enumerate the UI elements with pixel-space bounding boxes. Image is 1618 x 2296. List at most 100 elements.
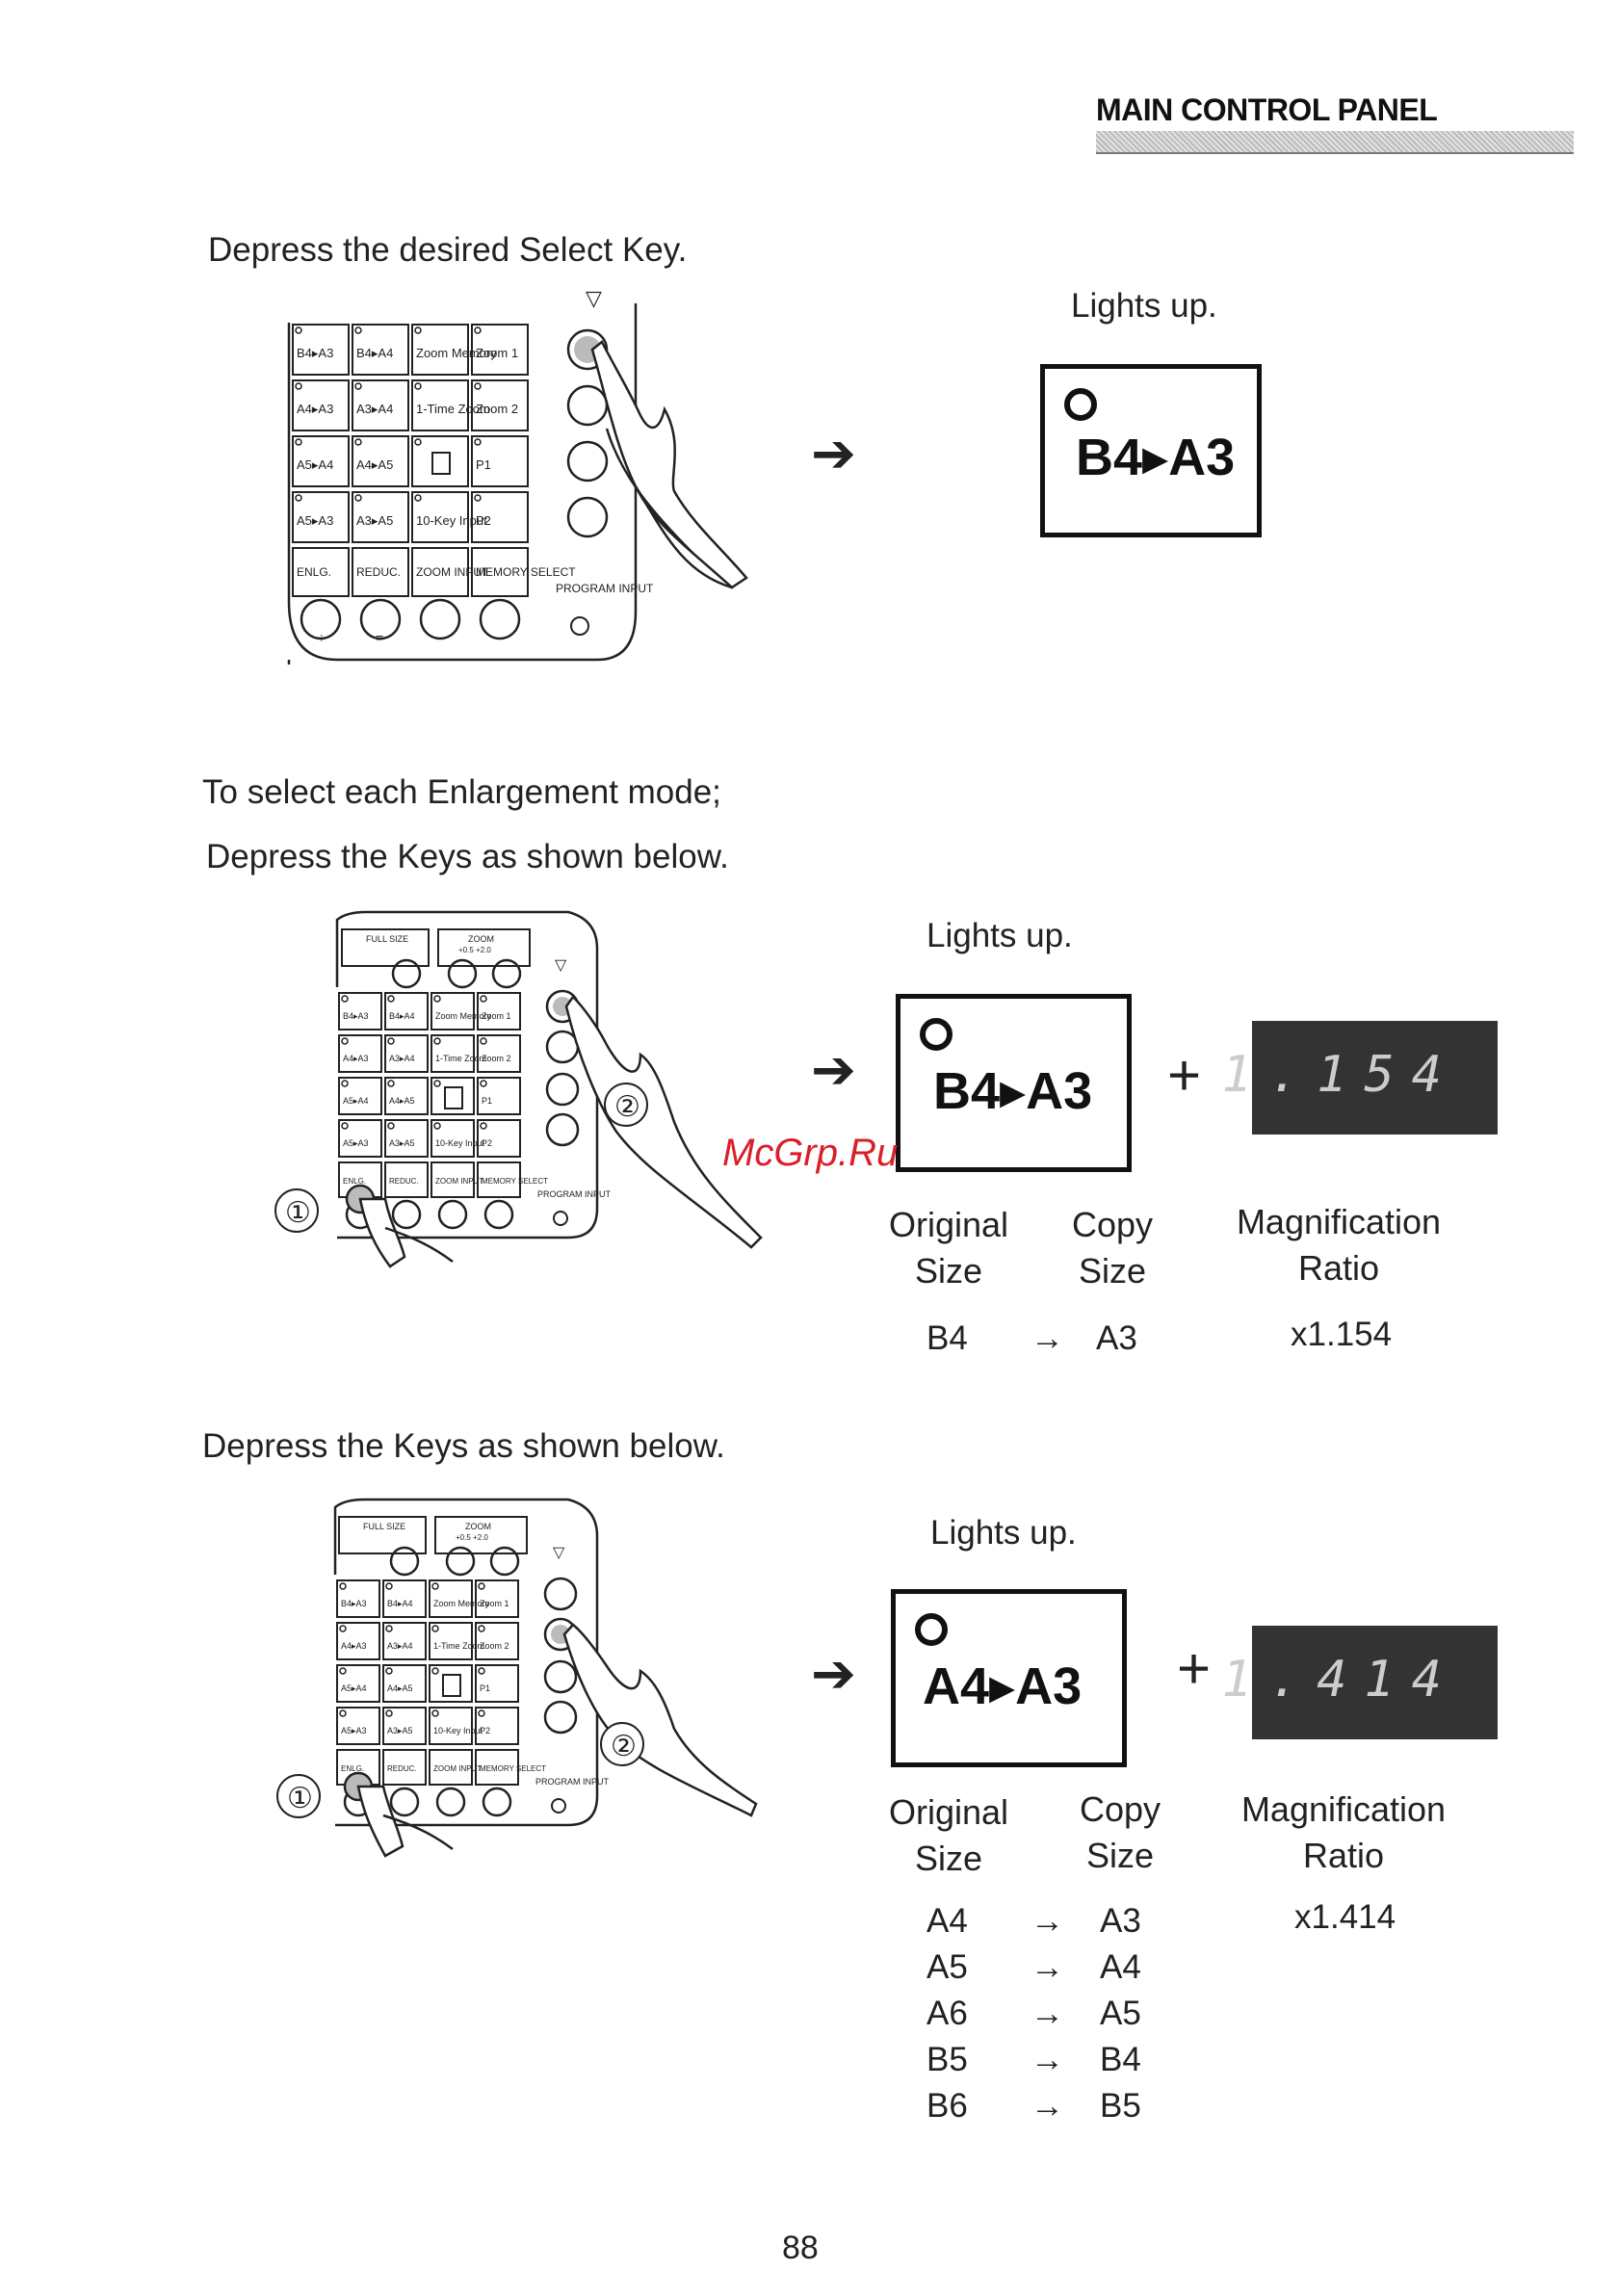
display-b4-a3: B4▸A3 bbox=[1040, 364, 1262, 537]
select-key[interactable] bbox=[382, 1579, 427, 1618]
function-button[interactable] bbox=[482, 1787, 512, 1817]
size-row-arrow: → bbox=[1031, 2087, 1064, 2125]
select-key[interactable] bbox=[384, 992, 429, 1031]
select-key[interactable] bbox=[471, 435, 529, 487]
function-key[interactable] bbox=[292, 547, 350, 597]
zoom-steps-label: +0.5 +2.0 bbox=[458, 946, 491, 954]
select-key[interactable] bbox=[338, 1034, 382, 1073]
program-input-label-2: PROGRAM INPUT bbox=[537, 1189, 612, 1199]
instruction-select-key: Depress the desired Select Key. bbox=[208, 231, 688, 269]
select-key[interactable] bbox=[352, 324, 409, 376]
function-button[interactable] bbox=[391, 1199, 422, 1230]
key-led-icon bbox=[295, 326, 302, 334]
select-key-label: A5▸A3 bbox=[341, 1726, 367, 1735]
function-button[interactable] bbox=[419, 598, 461, 640]
function-key[interactable] bbox=[411, 547, 469, 597]
size-row-to: A5 bbox=[1100, 1995, 1141, 2032]
select-key-label: A3▸A4 bbox=[387, 1641, 413, 1651]
select-key[interactable] bbox=[292, 491, 350, 543]
select-key[interactable] bbox=[475, 1622, 519, 1660]
original-size-heading: Original Size bbox=[888, 1205, 1009, 1291]
key-led-icon bbox=[295, 382, 302, 390]
key-led-icon bbox=[387, 995, 395, 1003]
select-key[interactable] bbox=[292, 379, 350, 431]
function-key[interactable] bbox=[477, 1161, 521, 1198]
select-key[interactable] bbox=[431, 1119, 475, 1158]
size-row-arrow: → bbox=[1031, 2041, 1064, 2078]
select-key-label: Zoom 2 bbox=[480, 1641, 509, 1651]
select-key-label: A3▸A5 bbox=[356, 513, 393, 528]
program-input-label-3: PROGRAM INPUT bbox=[535, 1777, 610, 1787]
program-input-label: PROGRAM INPUT bbox=[556, 582, 654, 595]
select-key[interactable] bbox=[471, 491, 529, 543]
select-key[interactable] bbox=[384, 1077, 429, 1115]
select-key[interactable] bbox=[382, 1664, 427, 1703]
size-row-from: B5 bbox=[926, 2041, 968, 2078]
select-key[interactable] bbox=[431, 1034, 475, 1073]
select-key[interactable] bbox=[477, 1119, 521, 1158]
select-key[interactable] bbox=[471, 379, 529, 431]
function-key[interactable] bbox=[429, 1749, 473, 1786]
function-key[interactable] bbox=[471, 547, 529, 597]
select-key[interactable] bbox=[384, 1119, 429, 1158]
select-key[interactable] bbox=[336, 1579, 380, 1618]
select-key-label: Zoom 1 bbox=[476, 346, 518, 360]
select-key[interactable] bbox=[431, 1077, 475, 1115]
select-key[interactable] bbox=[475, 1579, 519, 1618]
select-key[interactable] bbox=[336, 1664, 380, 1703]
function-button[interactable] bbox=[300, 598, 342, 640]
select-key[interactable] bbox=[411, 324, 469, 376]
select-key[interactable] bbox=[338, 1077, 382, 1115]
select-key[interactable] bbox=[429, 1622, 473, 1660]
function-key[interactable] bbox=[382, 1749, 427, 1786]
select-key[interactable] bbox=[411, 435, 469, 487]
key-led-icon bbox=[480, 995, 487, 1003]
select-key-label: P2 bbox=[476, 513, 491, 528]
select-key-label: A3▸A4 bbox=[356, 402, 393, 416]
function-key-label: ZOOM INPUT bbox=[416, 565, 489, 579]
select-key-label: Zoom Memory bbox=[416, 346, 497, 360]
select-key[interactable] bbox=[471, 324, 529, 376]
select-key[interactable] bbox=[338, 992, 382, 1031]
key-led-icon bbox=[480, 1037, 487, 1045]
select-key[interactable] bbox=[384, 1034, 429, 1073]
plus-sign: + bbox=[1167, 1043, 1202, 1108]
select-key[interactable] bbox=[338, 1119, 382, 1158]
function-key[interactable] bbox=[431, 1161, 475, 1198]
function-button[interactable] bbox=[483, 1199, 514, 1230]
function-button[interactable] bbox=[359, 598, 402, 640]
select-key[interactable] bbox=[475, 1707, 519, 1745]
select-key[interactable] bbox=[292, 324, 350, 376]
row-copy: A3 bbox=[1096, 1319, 1137, 1357]
function-key[interactable] bbox=[384, 1161, 429, 1198]
function-button[interactable] bbox=[479, 598, 521, 640]
select-key[interactable] bbox=[477, 1077, 521, 1115]
select-key[interactable] bbox=[429, 1579, 473, 1618]
select-key[interactable] bbox=[411, 491, 469, 543]
select-key[interactable] bbox=[382, 1622, 427, 1660]
function-key[interactable] bbox=[352, 547, 409, 597]
select-key[interactable] bbox=[292, 435, 350, 487]
select-key[interactable] bbox=[382, 1707, 427, 1745]
function-key[interactable] bbox=[475, 1749, 519, 1786]
function-button[interactable] bbox=[437, 1199, 468, 1230]
select-key[interactable] bbox=[336, 1622, 380, 1660]
select-key[interactable] bbox=[429, 1707, 473, 1745]
select-key[interactable] bbox=[429, 1664, 473, 1703]
select-key[interactable] bbox=[352, 435, 409, 487]
key-led-icon bbox=[478, 1582, 485, 1590]
select-key[interactable] bbox=[352, 379, 409, 431]
select-key[interactable] bbox=[475, 1664, 519, 1703]
original-size-heading-2: Original Size bbox=[888, 1792, 1009, 1878]
select-key[interactable] bbox=[477, 1034, 521, 1073]
select-key[interactable] bbox=[431, 992, 475, 1031]
calculator-icon bbox=[431, 452, 451, 475]
select-key[interactable] bbox=[477, 992, 521, 1031]
select-key[interactable] bbox=[352, 491, 409, 543]
size-row-arrow: → bbox=[1031, 1995, 1064, 2032]
select-key[interactable] bbox=[411, 379, 469, 431]
select-key[interactable] bbox=[336, 1707, 380, 1745]
function-button[interactable] bbox=[435, 1787, 466, 1817]
function-button[interactable] bbox=[389, 1787, 420, 1817]
calculator-icon bbox=[442, 1674, 461, 1697]
